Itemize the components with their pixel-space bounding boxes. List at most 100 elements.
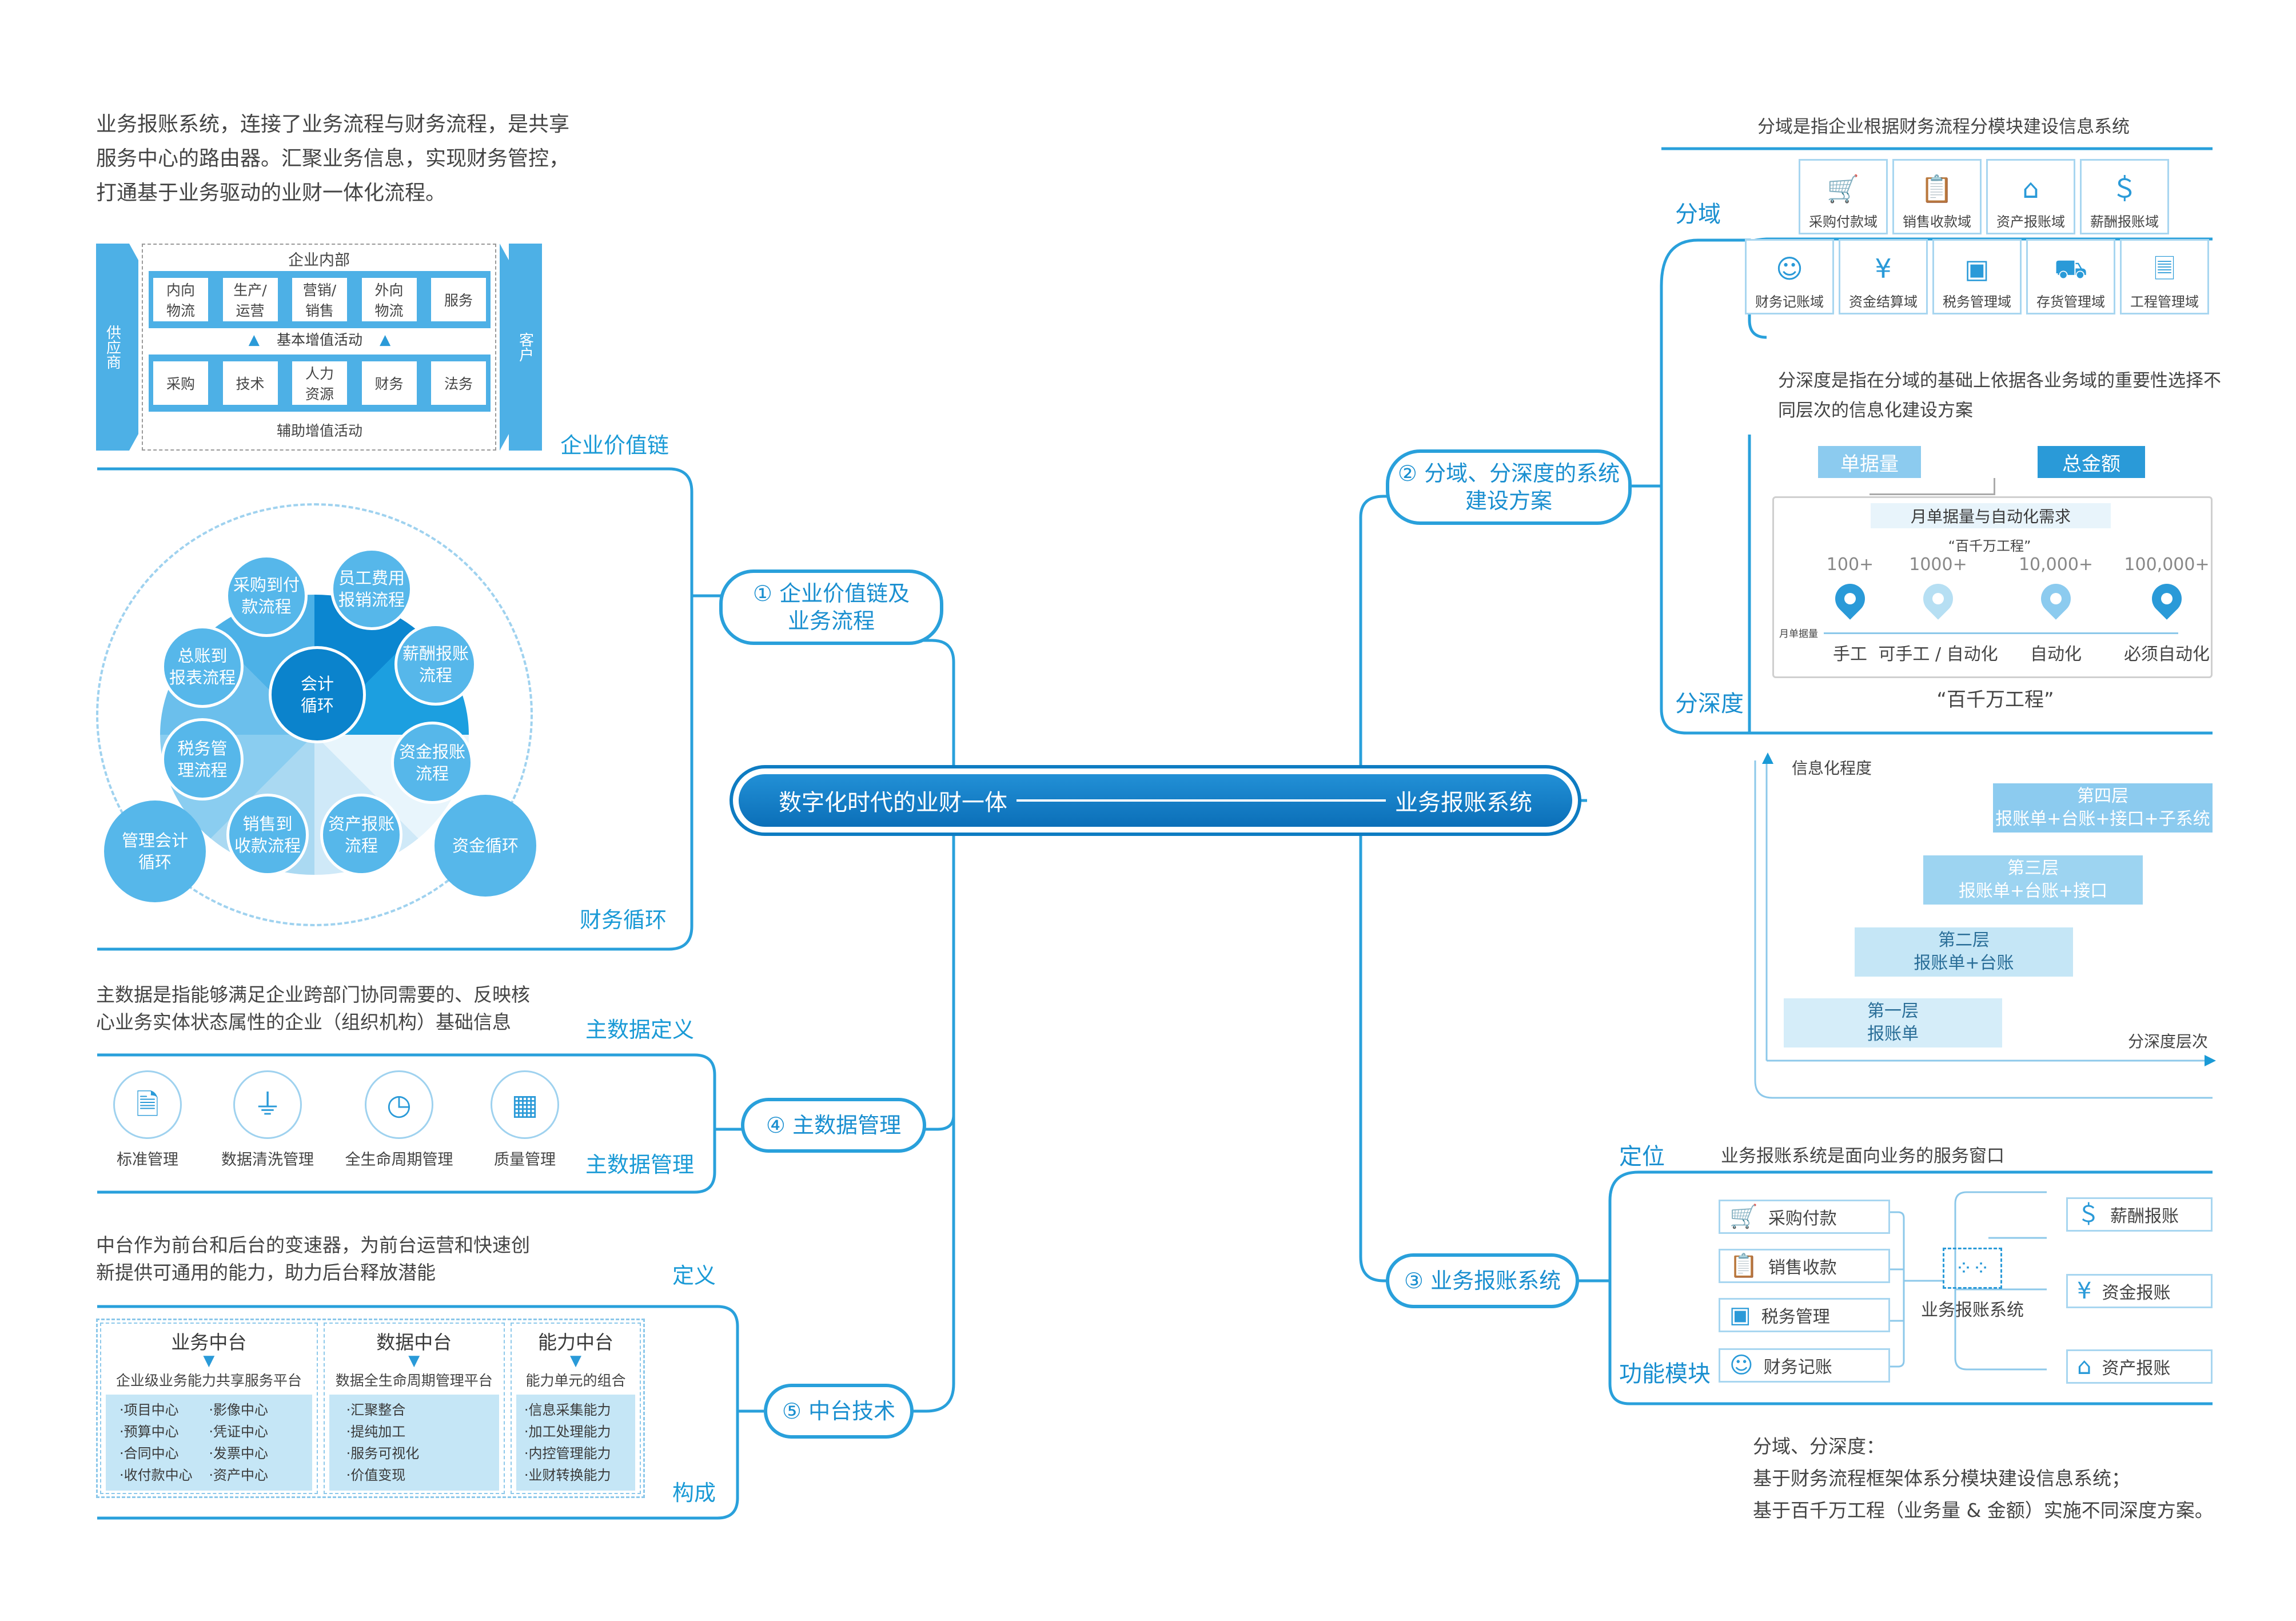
- cart-icon: 🛒: [1729, 1204, 1758, 1230]
- tag-doc-volume: 单据量: [1818, 446, 1921, 478]
- value-chain-diagram: 供应商 企业内部 内向 物流 生产/ 运营 营销/ 销售 外向 物流 服务 ▲ …: [96, 244, 542, 451]
- fund-cycle-circle: 资金循环: [435, 795, 536, 897]
- middle-platform-table: 业务中台 ▼ 企业级业务能力共享服务平台 ·项目中心·影像中心 ·预算中心·凭证…: [96, 1319, 645, 1498]
- up-arrow-icon: ▲: [248, 330, 260, 348]
- location-pin-icon: [2035, 577, 2077, 620]
- salary-icon: ＄: [2111, 173, 2138, 204]
- volume-axis-small: 月单据量: [1779, 628, 1818, 640]
- truck-icon: ⛟: [2054, 253, 2087, 284]
- funnel-icon: ⏚: [233, 1070, 302, 1139]
- value-chain-title: 企业价值链: [560, 433, 669, 458]
- domain-row2: ☺财务记账域 ¥资金结算域 ▣税务管理域 ⛟存货管理域 🗏工程管理域: [1745, 239, 2209, 314]
- company-inner-frame: [142, 244, 496, 451]
- layer-1: 第一层报账单: [1784, 998, 2002, 1048]
- domain-accounting: ☺财务记账域: [1745, 239, 1834, 314]
- location-pin-icon: [1917, 577, 1959, 620]
- yuan-icon: ¥: [1875, 253, 1892, 284]
- salary-icon: ＄: [2077, 1201, 2100, 1228]
- master-item-standard: 🗎 标准管理: [96, 1068, 199, 1171]
- house-icon: ⌂: [2022, 173, 2039, 204]
- abacus-icon: ⁘⁘: [1943, 1248, 2002, 1289]
- customer-bar: 客户: [509, 244, 542, 451]
- location-pin-icon: [2146, 577, 2188, 620]
- middle-platform-def-title: 定义: [672, 1263, 716, 1288]
- domain-title: 分域: [1675, 201, 1721, 228]
- depth-tag-connector: [1870, 478, 1995, 495]
- support-caption: 辅助增值活动: [276, 423, 362, 439]
- person-icon: ☺: [1729, 1352, 1753, 1379]
- summary-text: 分域、分深度： 基于财务流程框架体系分模块建设信息系统； 基于百千万工程（业务量…: [1753, 1435, 2214, 1522]
- master-item-cleansing: ⏚ 数据清洗管理: [210, 1068, 325, 1171]
- down-arrow-icon: ▼: [408, 1352, 420, 1369]
- tax-icon: ▣: [1964, 253, 1990, 284]
- domain-fund: ¥资金结算域: [1839, 239, 1928, 314]
- tax-icon: ▣: [1729, 1302, 1751, 1328]
- domain-sales: 📋销售收款域: [1892, 159, 1982, 234]
- finance-cycle-title: 财务循环: [580, 907, 667, 933]
- volume-axis-line: [1824, 632, 2178, 634]
- master-data-items: 🗎 标准管理 ⏚ 数据清洗管理 ◷ 全生命周期管理 ▦ 质量管理: [96, 1068, 576, 1171]
- doc-icon: 🗏: [2154, 253, 2175, 284]
- petal-asset: 资产报账 流程: [320, 794, 402, 876]
- accounting-cycle-hub: 会计 循环: [269, 646, 366, 743]
- petal-order-to-cash: 销售到 收款流程: [226, 794, 309, 876]
- depth-xlabel: 分深度层次: [2128, 1032, 2209, 1051]
- management-accounting-circle: 管理会计 循环: [104, 800, 206, 902]
- domain-asset: ⌂资产报账域: [1986, 159, 2075, 234]
- module-sales[interactable]: 📋销售收款: [1719, 1249, 1890, 1283]
- inner-title: 企业内部: [288, 251, 350, 269]
- petal-tax: 税务管 理流程: [161, 718, 244, 800]
- supplier-bar: 供应商: [96, 244, 129, 451]
- petal-fund: 资金报账 流程: [391, 722, 473, 804]
- domain-desc: 分域是指企业根据财务流程分模块建设信息系统: [1757, 117, 2130, 137]
- person-icon: ☺: [1776, 253, 1803, 284]
- document-icon: 🗎: [113, 1070, 182, 1139]
- module-tax[interactable]: ▣税务管理: [1719, 1298, 1890, 1332]
- branch-reimbursement[interactable]: ③ 业务报账系统: [1386, 1253, 1579, 1308]
- central-topic-left: 数字化时代的业财一体: [779, 790, 1007, 816]
- branch-value-chain[interactable]: ① 企业价值链及 业务流程: [719, 569, 943, 645]
- middle-platform-comp-title: 构成: [672, 1480, 716, 1506]
- primary-activities: 内向 物流 生产/ 运营 营销/ 销售 外向 物流 服务: [149, 271, 491, 328]
- function-modules-title: 功能模块: [1619, 1361, 1711, 1387]
- branch-master-data[interactable]: ④ 主数据管理: [741, 1098, 926, 1153]
- down-arrow-icon: ▼: [569, 1352, 581, 1369]
- clipboard-icon: 📋: [1729, 1253, 1758, 1279]
- positioning-desc: 业务报账系统是面向业务的服务窗口: [1721, 1146, 2004, 1166]
- support-activities: 采购 技术 人力 资源 财务 法务: [149, 355, 491, 412]
- level-semi: 1000+ 可手工 / 自动化: [1878, 555, 1998, 664]
- cart-icon: 🛒: [1827, 173, 1860, 204]
- primary-caption-row: ▲ 基本增值活动 ▲: [248, 330, 391, 349]
- module-asset[interactable]: ⌂资产报账: [2066, 1349, 2213, 1384]
- volume-panel-quote: “百千万工程”: [1948, 537, 2031, 554]
- domain-project: 🗏工程管理域: [2120, 239, 2209, 314]
- module-fund[interactable]: ¥资金报账: [2066, 1274, 2213, 1308]
- module-procurement[interactable]: 🛒采购付款: [1719, 1200, 1890, 1234]
- supplier-arrow: [129, 244, 138, 451]
- module-salary[interactable]: ＄薪酬报账: [2066, 1197, 2213, 1232]
- petal-expense: 员工费用 报销流程: [330, 548, 413, 630]
- central-topic: 数字化时代的业财一体 业务报账系统: [730, 765, 1581, 836]
- domain-inventory: ⛟存货管理域: [2026, 239, 2115, 314]
- volume-panel: [1772, 496, 2213, 678]
- master-data-text: 主数据是指能够满足企业跨部门协同需要的、反映核心业务实体状态属性的企业（组织机构…: [96, 983, 530, 1033]
- petal-procure-to-pay: 采购到付 款流程: [225, 555, 308, 637]
- intro-text: 业务报账系统，连接了业务流程与财务流程，是共享服务中心的路由器。汇聚业务信息，实…: [96, 113, 570, 205]
- central-divider: [1017, 799, 1386, 802]
- petal-ledger: 总账到 报表流程: [161, 626, 244, 708]
- level-must-auto: 100,000+ 必须自动化: [2124, 555, 2210, 664]
- tag-amount: 总金额: [2038, 446, 2145, 478]
- up-arrow-icon: ▲: [380, 330, 391, 348]
- branch-domain-depth[interactable]: ② 分域、分深度的系统 建设方案: [1386, 449, 1632, 525]
- platform-col-business: 业务中台 ▼ 企业级业务能力共享服务平台 ·项目中心·影像中心 ·预算中心·凭证…: [100, 1323, 318, 1494]
- house-icon: ⌂: [2077, 1353, 2092, 1380]
- reimbursement-hub: ⁘⁘ 业务报账系统: [1910, 1244, 2035, 1324]
- master-data-def-title: 主数据定义: [585, 1017, 695, 1042]
- layer-4: 第四层报账单+台账+接口+子系统: [1993, 783, 2213, 833]
- domain-tax: ▣税务管理域: [1932, 239, 2022, 314]
- volume-panel-title: 月单据量与自动化需求: [1871, 503, 2111, 528]
- positioning-title: 定位: [1619, 1144, 1665, 1170]
- branch-middle-platform[interactable]: ⑤ 中台技术: [764, 1384, 914, 1439]
- platform-data-items: ·汇聚整合·提纯加工 ·服务可视化·价值变现: [329, 1395, 499, 1491]
- module-accounting[interactable]: ☺财务记账: [1719, 1348, 1890, 1383]
